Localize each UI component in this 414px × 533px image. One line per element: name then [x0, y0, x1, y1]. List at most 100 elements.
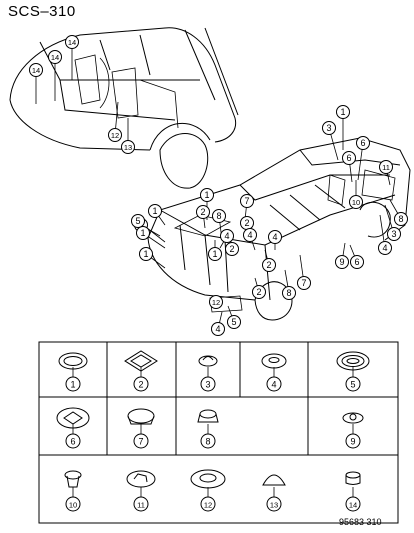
callout-6: 6 [342, 151, 356, 165]
callout-2: 2 [196, 205, 210, 219]
oval-flat-plug-icon [261, 353, 287, 369]
callout-number: 6 [360, 138, 365, 148]
legend-item-8: 8 [197, 409, 219, 449]
callout-14: 14 [48, 50, 62, 64]
callout-number: 1 [140, 228, 145, 238]
callout-3: 3 [322, 121, 336, 135]
callout-number: 2 [266, 260, 271, 270]
callout-number: 5 [231, 317, 236, 327]
legend-number: 4 [271, 379, 276, 389]
callout-number: 2 [200, 207, 205, 217]
callout-4: 4 [378, 241, 392, 255]
callout-7: 7 [297, 276, 311, 290]
callout-1: 1 [200, 188, 214, 202]
callout-number: 7 [301, 278, 306, 288]
callout-number: 11 [382, 163, 390, 172]
callout-13: 13 [121, 140, 135, 154]
legend-number: 1 [70, 379, 75, 389]
callout-number: 2 [244, 218, 249, 228]
legend-item-11: 11 [126, 470, 156, 512]
callout-number: 4 [247, 230, 252, 240]
callout-6: 6 [350, 255, 364, 269]
legend-item-12: 12 [190, 469, 226, 512]
legend-number: 10 [69, 500, 77, 509]
callout-11: 11 [379, 160, 393, 174]
callout-number: 4 [224, 231, 229, 241]
callout-7: 7 [240, 194, 254, 208]
callout-number: 14 [32, 66, 40, 75]
legend-number: 5 [350, 379, 355, 389]
callout-5: 5 [131, 214, 145, 228]
legend-number: 8 [205, 436, 210, 446]
dome-cap-icon [262, 474, 286, 486]
small-domed-plug-icon [198, 355, 218, 367]
callout-number: 8 [286, 288, 291, 298]
callout-number: 1 [212, 249, 217, 259]
legend-item-3: 3 [198, 355, 218, 392]
legend-number: 2 [138, 379, 143, 389]
legend-item-13: 13 [262, 474, 286, 512]
callout-number: 2 [256, 287, 261, 297]
callout-number: 9 [339, 257, 344, 267]
deep-round-plug-icon [127, 408, 155, 425]
callout-number: 13 [124, 143, 132, 152]
callout-number: 1 [152, 206, 157, 216]
legend-item-14: 14 [345, 471, 361, 512]
callout-number: 14 [68, 38, 76, 47]
main-car-outline [147, 137, 411, 321]
callout-4: 4 [243, 228, 257, 242]
callout-4: 4 [211, 322, 225, 336]
legend-number: 6 [70, 436, 75, 446]
legend-number: 13 [270, 500, 278, 509]
callout-14: 14 [65, 35, 79, 49]
callout-number: 4 [272, 232, 277, 242]
callout-1: 1 [148, 204, 162, 218]
callout-number: 7 [244, 196, 249, 206]
callout-number: 2 [229, 244, 234, 254]
legend-item-6: 6 [56, 407, 90, 449]
square-plug-icon [124, 350, 158, 372]
front-car-outline [9, 27, 239, 189]
callout-4: 4 [268, 230, 282, 244]
callout-3: 3 [387, 227, 401, 241]
legend-grid [38, 341, 399, 524]
legend-item-2: 2 [124, 350, 158, 392]
rubber-stopper-icon [345, 471, 361, 485]
callout-14: 14 [29, 63, 43, 77]
callout-1: 1 [136, 226, 150, 240]
callout-1: 1 [336, 105, 350, 119]
callout-1: 1 [139, 247, 153, 261]
legend-number: 7 [138, 436, 143, 446]
diagram-code: SCS–310 [8, 3, 76, 20]
callout-12: 12 [108, 128, 122, 142]
leader-lines [35, 42, 402, 330]
legend-item-4: 4 [261, 353, 287, 392]
callout-2: 2 [262, 258, 276, 272]
round-flat-plug-icon [58, 352, 88, 370]
legend-item-1: 1 [58, 352, 88, 392]
callout-number: 6 [354, 257, 359, 267]
legend-item-10: 10 [64, 470, 82, 512]
legend-item-5: 5 [336, 351, 370, 392]
callout-number: 3 [326, 123, 331, 133]
callout-number: 1 [143, 249, 148, 259]
callout-6: 6 [356, 136, 370, 150]
callout-number: 14 [51, 53, 59, 62]
callout-number: 12 [212, 298, 220, 307]
callout-number: 8 [398, 214, 403, 224]
callout-number: 6 [346, 153, 351, 163]
small-ring-plug-icon [342, 412, 364, 424]
oval-grommet-icon [190, 469, 226, 489]
callout-number: 4 [215, 324, 220, 334]
callout-number: 10 [352, 198, 360, 207]
callout-layer: 1414141213136611108346977482221421112851… [29, 35, 408, 336]
callout-number: 1 [340, 107, 345, 117]
callout-8: 8 [212, 209, 226, 223]
legend-number: 14 [349, 500, 357, 509]
callout-2: 2 [225, 242, 239, 256]
callout-9: 9 [335, 255, 349, 269]
callout-number: 4 [382, 243, 387, 253]
